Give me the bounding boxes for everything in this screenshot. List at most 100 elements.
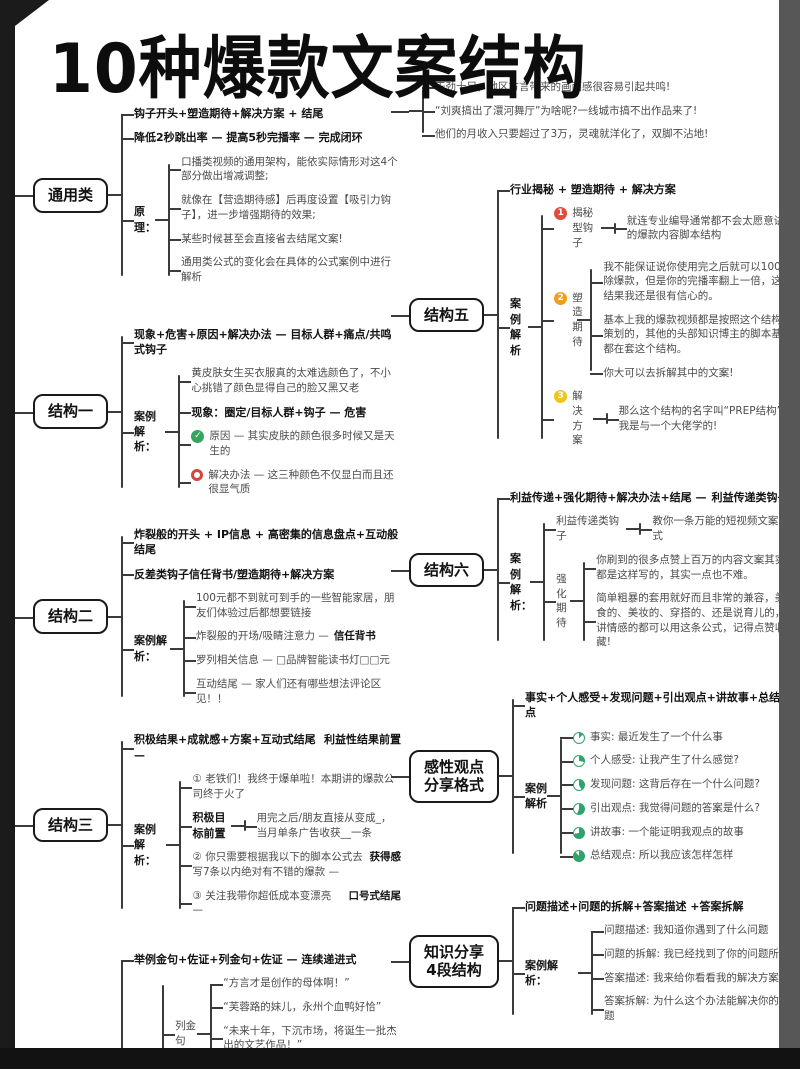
- map-text: ① 老铁们！我终于爆单啦！本期讲的爆款公司终于火了: [192, 772, 395, 800]
- connector-line: [484, 569, 498, 572]
- map-item: 炸裂般的开场/吸睛注意力 — 信任背书: [182, 629, 401, 644]
- mindmap-section: 知识分享 4段结构问题描述+问题的拆解+答案描述 +答案拆解案例解析：问题描述:…: [391, 899, 779, 1024]
- map-item: 积极目标前置用完之后/朋友直接从变成_，当月单条广告收获__一条: [179, 810, 401, 841]
- map-item: 罗列相关信息 — □品牌智能读书灯□□元: [182, 653, 401, 668]
- map-text: 案例解析：: [134, 822, 157, 867]
- connector-line: [230, 824, 244, 827]
- map-text: 案例解析：: [510, 552, 533, 612]
- connector-line: [547, 795, 561, 798]
- connector-line: [166, 843, 180, 846]
- connector-line: [626, 528, 640, 531]
- map-item: 钩子开头+塑造期待+解决方案 + 结尾: [121, 106, 401, 121]
- page-title: 10种爆款文案结构: [49, 29, 587, 108]
- map-text: 解决办法 — 这三种颜色不仅显白而且还很显气质: [191, 468, 401, 497]
- map-text: 那么这个结构的名字叫“PREP结构”，我是与一个大佬学的!: [618, 405, 779, 432]
- map-text: 讲故事: 一个能证明我观点的故事: [573, 825, 744, 840]
- map-item: 干劲十足，地区方言带来的画面感很容易引起共鸣!: [422, 80, 779, 95]
- photo-frame-left: [0, 0, 15, 1069]
- map-text: 案例解析：: [134, 409, 157, 454]
- map-text: 案例解析：: [525, 959, 559, 988]
- map-item: 案例 解析列金句“方言才是创作的母体啊！”“芙蓉路的妹儿，永州个血鸭好恰”“未来…: [134, 976, 401, 1048]
- connector-line: [592, 417, 606, 420]
- photo-frame-bottom: [0, 1048, 800, 1069]
- map-text: 个人感受: 让我产生了什么感觉?: [573, 753, 739, 768]
- map-text: 钩子开头+塑造期待+解决方案 + 结尾: [134, 107, 324, 120]
- map-text: 100元都不到就可到手的一些智能家居，朋友们体验过后都想要链接: [195, 592, 395, 619]
- map-item: 某些时候甚至会直接省去结尾文案!: [168, 232, 401, 247]
- map-text: 利益传递类钩子: [556, 515, 620, 543]
- map-item: 案例解析：黄皮肤女生买衣服真的太难选颜色了，不小心挑错了颜色显得自己的脸又黑又老…: [121, 366, 401, 497]
- map-text: 问题描述: 我知道你遇到了什么问题: [604, 924, 769, 937]
- map-item: 基本上我的爆款视频都是按照这个结构去策划的，其他的头部知识博主的脚本基本都在套这…: [590, 313, 779, 357]
- map-text: 他们的月收入只要超过了3万，灵魂就洋化了，双脚不沾地!: [435, 128, 709, 141]
- map-item: 教你一条万能的短视频文案公式: [639, 514, 779, 543]
- map-item: “方言才是创作的母体啊！”: [210, 976, 401, 991]
- map-text: 事实: 最近发生了一个什么事: [573, 730, 723, 745]
- map-item: 案例解析： ① 老铁们！我终于爆单啦！本期讲的爆款公司终于火了积极目标前置用完之后…: [121, 772, 401, 918]
- map-text: 案例 解析: [525, 781, 548, 811]
- map-item: 降低2秒跳出率 — 提高5秒完播率 — 完成闭环: [121, 130, 401, 145]
- map-item: 答案拆解: 为什么这个办法能解决你的问题: [591, 994, 779, 1023]
- connector-line: [108, 824, 122, 827]
- map-text: 口播类视频的通用架构，能依实际情形对这4个部分做出增减调整;: [181, 155, 398, 183]
- map-text: 积极结果+成就感+方案+互动式结尾 — 利益性结果前置: [134, 733, 401, 762]
- map-text: 降低2秒跳出率 — 提高5秒完播率 — 完成闭环: [134, 131, 363, 145]
- map-text: 案例解析: [510, 297, 522, 357]
- badge-1-icon: 1: [554, 207, 568, 221]
- map-item: 案例 解析事实: 最近发生了一个什么事个人感受: 让我产生了什么感觉?发现问题:…: [512, 730, 779, 863]
- map-item: 案例解析：100元都不到就可到手的一些智能家居，朋友们体验过后都想要链接炸裂般的…: [121, 591, 401, 706]
- connector-line: [570, 600, 584, 603]
- connector-line: [409, 110, 422, 113]
- mindmap-section: 结构二炸裂般的开头 + IP信息 + 高密集的信息盘点+互动般结尾反差类钩子信任…: [15, 527, 401, 706]
- map-item: 现象+危害+原因+解决办法 — 目标人群+痛点/共鸣式钩子: [121, 327, 401, 358]
- map-item: ✓原因 — 其实皮肤的颜色很多时候又是天生的: [178, 429, 401, 458]
- map-item: 积极结果+成就感+方案+互动式结尾 — 利益性结果前置: [121, 732, 401, 763]
- map-text: 我不能保证说你使用完之后就可以100%除爆款，但是你的完播率翻上一倍，这个结果我…: [603, 260, 779, 302]
- mindmap-section: 结构三积极结果+成就感+方案+互动式结尾 — 利益性结果前置案例解析：① 老铁们…: [15, 732, 401, 918]
- connector-line: [499, 775, 513, 778]
- map-text: 就连专业编导通常都不会太愿意讲的爆款内容脚本结构: [626, 214, 779, 242]
- map-text: “方言才是创作的母体啊！”: [223, 977, 350, 990]
- map-text: 反差类钩子信任背书/塑造期待+解决方案: [134, 567, 335, 581]
- map-text: 某些时候甚至会直接省去结尾文案!: [181, 232, 343, 245]
- map-item: 答案描述: 我来给你看看我的解决方案: [591, 971, 779, 986]
- mindmap-section: 结构六 利益传递+强化期待+解决办法+结尾 — 利益传递类钩子案例解析： 利益传递类…: [391, 490, 779, 650]
- map-item: 你大可以去拆解其中的文案!: [590, 366, 779, 381]
- map-text: 事实+个人感受+发现问题+引出观点+讲故事+总结观点: [525, 690, 779, 720]
- map-branch: 感性观点 分享格式事实+个人感受+发现问题+引出观点+讲故事+总结观点案例 解析…: [391, 690, 779, 863]
- map-item: 原理：口播类视频的通用架构，能依实际情形对这4个部分做出增减调整;就像在【营造期…: [121, 155, 401, 285]
- map-text: 答案描述: 我来给你看看我的解决方案: [604, 971, 779, 984]
- map-text: 互动结尾 — 家人们还有哪些想法评论区见！！: [195, 677, 382, 705]
- map-node-box: 结构六: [409, 552, 485, 588]
- map-text: 问题描述+问题的拆解+答案描述 +答案拆解: [525, 899, 744, 913]
- map-item: 强化期待你刷到的很多点赞上百万的内容文案其实都是这样写的，其实一点也不难。简单粗…: [543, 553, 779, 650]
- map-text: ② 你只需要根据我以下的脚本公式去写7条以内绝对有不错的爆款 — 获得感: [192, 851, 401, 878]
- map-text: 利益传递+强化期待+解决办法+结尾 — 利益传递类钩子: [510, 491, 779, 505]
- map-text: ✓原因 — 其实皮肤的颜色很多时候又是天生的: [191, 429, 401, 458]
- mindmap-section: 结构四举例金句+佐证+列金句+佐证 — 连续递进式案例 解析列金句“方言才是创作…: [33, 952, 401, 1048]
- map-item: 互动结尾 — 家人们还有哪些想法评论区见！！: [182, 677, 401, 706]
- mindmap-section: 结构一 现象+危害+原因+解决办法 — 目标人群+痛点/共鸣式钩子案例解析：黄皮肤…: [15, 327, 401, 497]
- map-text: 强化期待: [556, 573, 567, 630]
- map-text: 积极目标前置: [192, 811, 226, 840]
- map-item: 就像在【营造期待感】后再度设置【吸引力钩子】，进一步增强期待的效果;: [168, 193, 401, 222]
- map-item: 事实+个人感受+发现问题+引出观点+讲故事+总结观点: [512, 690, 779, 721]
- connector-line: [578, 972, 592, 975]
- map-text: 列金句: [175, 1020, 197, 1047]
- map-node-box: 结构一: [33, 394, 109, 430]
- map-item: 利益传递+强化期待+解决办法+结尾 — 利益传递类钩子: [497, 490, 779, 505]
- mindmap-page: 10种爆款文案结构 通用类钩子开头+塑造期待+解决方案 + 结尾降低2秒跳出率 …: [15, 0, 779, 1048]
- map-item: 解决办法 — 这三种颜色不仅显白而且还很显气质: [178, 468, 401, 497]
- map-item: 现象：圈定/目标人群+钩子 — 危害: [178, 405, 401, 420]
- map-item: 利益传递类钩子教你一条万能的短视频文案公式: [543, 514, 779, 543]
- map-node-box: 结构二: [33, 599, 109, 634]
- map-item: 案例解析：问题描述: 我知道你遇到了什么问题问题的拆解: 我已经找到了你的问题所…: [512, 923, 779, 1023]
- connector-line: [484, 314, 498, 317]
- map-item: 干劲十足，地区方言带来的画面感很容易引起共鸣!“刘爽搞出了澴河舞厅”为啥呢?一线…: [391, 80, 779, 142]
- ring-icon: [191, 468, 204, 481]
- map-item: ③ 关注我带你超低成本变漂亮 — 口号式结尾: [179, 889, 401, 918]
- map-item: 他们的月收入只要超过了3万，灵魂就洋化了，双脚不沾地!: [422, 127, 779, 142]
